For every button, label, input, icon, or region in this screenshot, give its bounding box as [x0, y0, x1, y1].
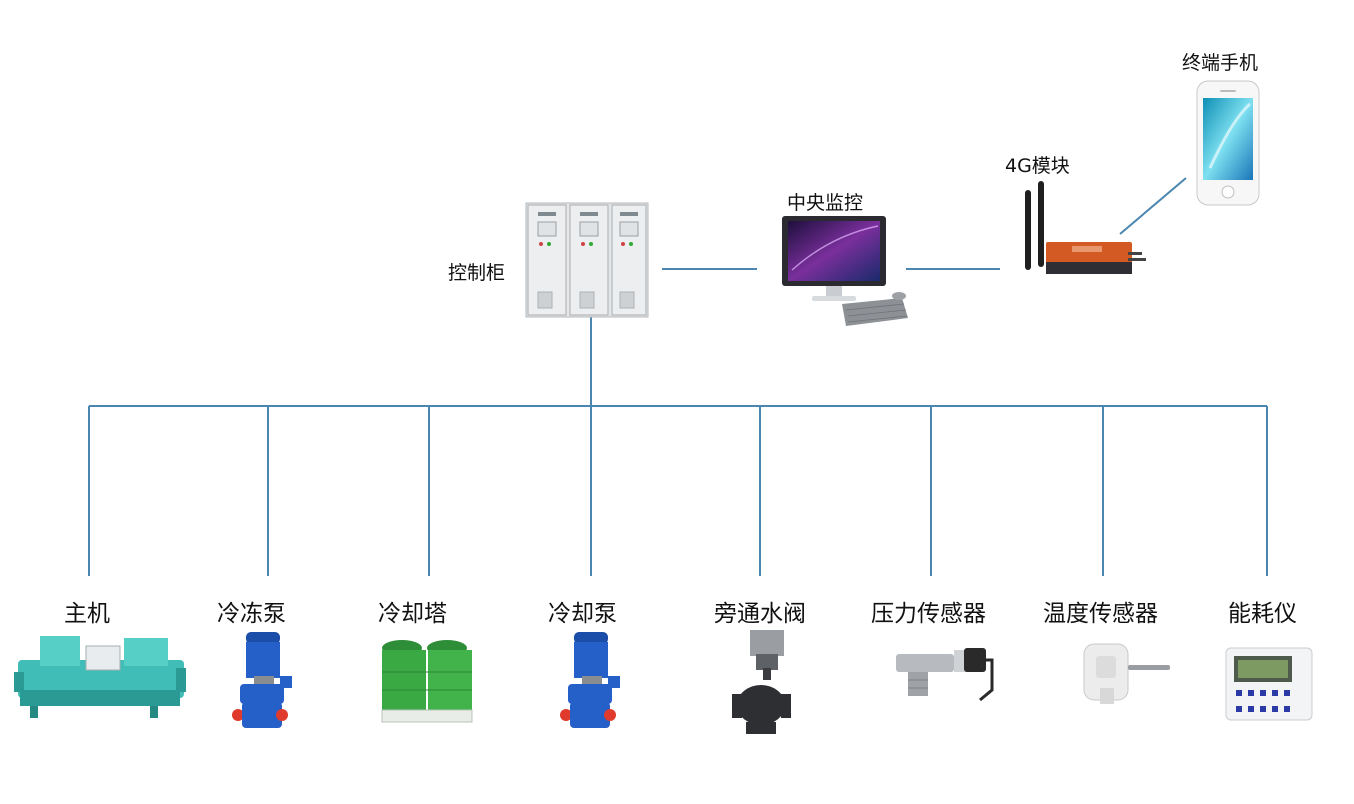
computer-icon [782, 216, 908, 326]
connection-lines [88, 177, 1268, 576]
device-label-cooling-tower: 冷却塔 [378, 601, 447, 627]
device-label-energy-meter: 能耗仪 [1228, 601, 1297, 627]
device-label-bypass-valve: 旁通水阀 [714, 601, 806, 627]
device-label-temperature-sensor: 温度传感器 [1043, 601, 1158, 627]
device-label-chiller: 主机 [64, 601, 110, 627]
temperature-sensor-icon [1083, 643, 1170, 704]
4g-module-label: 4G模块 [1005, 155, 1070, 177]
valve-icon [732, 630, 791, 734]
pressure-sensor-icon [896, 648, 994, 702]
phone-label: 终端手机 [1182, 52, 1259, 74]
device-label-chilled-pump: 冷冻泵 [217, 601, 286, 627]
4g-router-icon [1025, 181, 1146, 274]
pump-icon [560, 632, 620, 728]
energy-meter-icon [1225, 647, 1313, 721]
pump-icon [232, 632, 292, 728]
phone-icon [1196, 80, 1260, 206]
4g-to-phone-line [1119, 177, 1187, 235]
device-label-cooling-pump: 冷却泵 [548, 601, 617, 627]
control-cabinet-icon [525, 202, 649, 318]
central-monitor-label: 中央监控 [787, 192, 864, 214]
cooling-tower-icon [381, 640, 473, 723]
device-label-pressure-sensor: 压力传感器 [871, 601, 986, 627]
cabinet-label: 控制柜 [448, 262, 506, 284]
chiller-icon [14, 636, 186, 718]
